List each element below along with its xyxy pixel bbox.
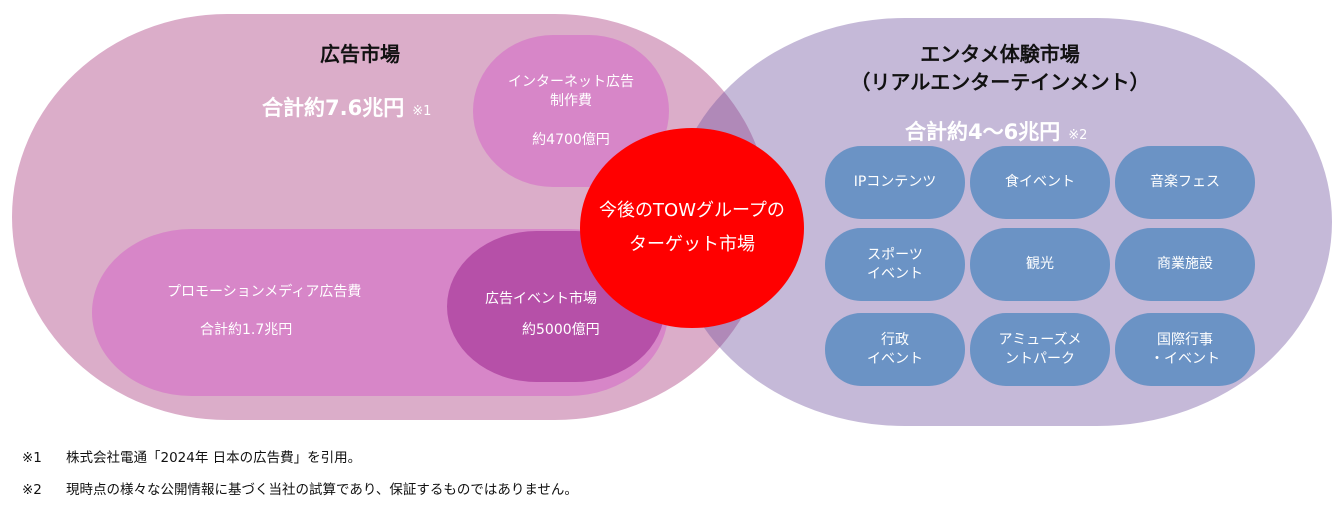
ad-market-total: 合計約7.6兆円 ※1: [262, 92, 431, 122]
promotion-label: プロモーションメディア広告費: [167, 284, 362, 300]
ent-item: 行政 イベント: [825, 313, 965, 386]
footnote-mark: ※2: [22, 482, 42, 498]
ent-market-total: 合計約4～6兆円 ※2: [905, 116, 1087, 146]
footnote-1: ※1 株式会社電通「2024年 日本の広告費」を引用。: [22, 446, 361, 466]
footnote-text: 株式会社電通「2024年 日本の広告費」を引用。: [66, 450, 362, 466]
ad-market-note: ※1: [412, 104, 432, 119]
footnote-2: ※2 現時点の様々な公開情報に基づく当社の試算であり、保証するものではありません。: [22, 478, 578, 498]
ent-market-note: ※2: [1068, 128, 1088, 143]
target-market: 今後のTOWグループの ターゲット市場: [580, 128, 804, 328]
ent-item: 観光: [970, 228, 1110, 301]
ad-market-title: 広告市場: [320, 42, 400, 66]
ad-event-value: 約5000億円: [522, 322, 600, 338]
ent-market-total-value: 合計約4～6兆円: [905, 120, 1061, 144]
internet-ad-value: 約4700億円: [532, 131, 610, 148]
ad-market-total-value: 合計約7.6兆円: [262, 96, 405, 120]
promotion-value: 合計約1.7兆円: [200, 322, 293, 338]
footnote-text: 現時点の様々な公開情報に基づく当社の試算であり、保証するものではありません。: [66, 482, 578, 498]
ent-item: 音楽フェス: [1115, 146, 1255, 219]
footnote-mark: ※1: [22, 450, 42, 466]
internet-ad-label: インターネット広告 制作費: [508, 73, 634, 109]
ent-item: 食イベント: [970, 146, 1110, 219]
ad-event-label: 広告イベント市場: [485, 291, 597, 307]
ent-market-title: エンタメ体験市場 （リアルエンターテインメント）: [850, 42, 1150, 94]
ent-item: IPコンテンツ: [825, 146, 965, 219]
ent-item: 商業施設: [1115, 228, 1255, 301]
ent-item: 国際行事 ・イベント: [1115, 313, 1255, 386]
ent-item: スポーツ イベント: [825, 228, 965, 301]
target-market-label: 今後のTOWグループの ターゲット市場: [599, 200, 785, 255]
ent-item: アミューズメ ントパーク: [970, 313, 1110, 386]
